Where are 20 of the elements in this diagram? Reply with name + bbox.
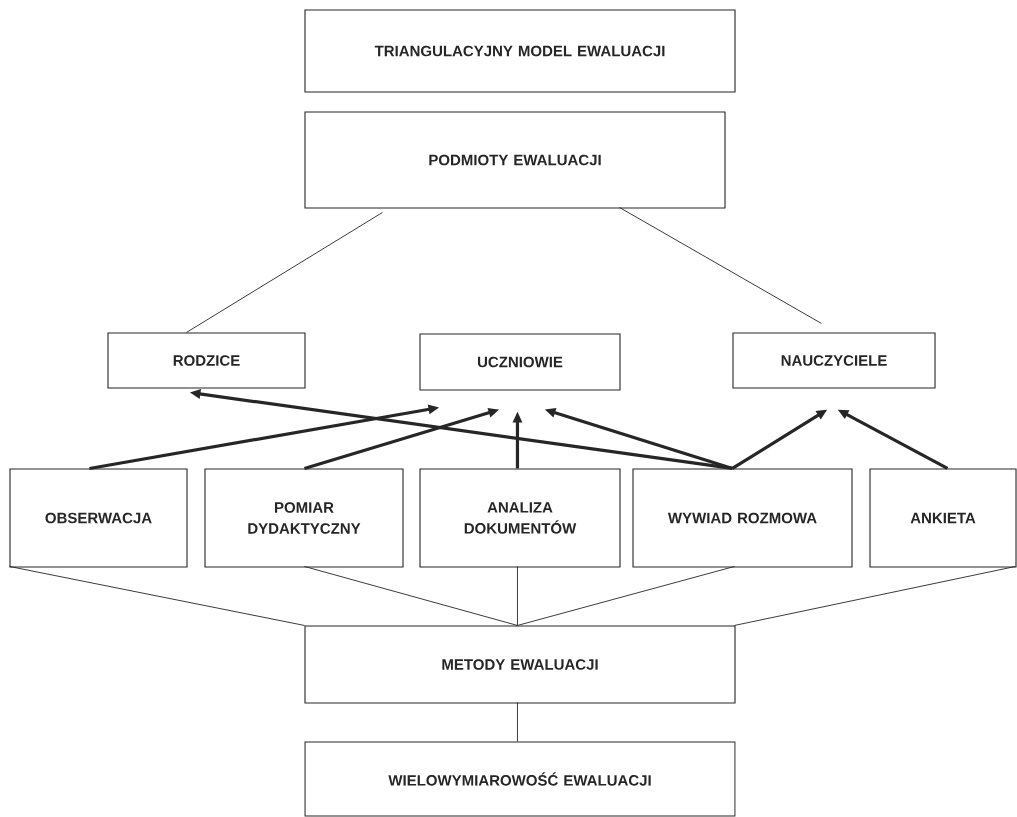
process-box: WIELOWYMIAROWOŚĆ EWALUACJI bbox=[304, 741, 736, 817]
process-box: TRIANGULACYJNY MODEL EWALUACJI bbox=[304, 9, 736, 93]
connector-line bbox=[517, 702, 518, 742]
process-box: UCZNIOWIE bbox=[419, 333, 621, 391]
process-box: POMIAR DYDAKTYCZNY bbox=[204, 468, 404, 568]
connector-line bbox=[517, 566, 518, 626]
connector-line bbox=[517, 566, 735, 626]
connector-line bbox=[9, 566, 305, 626]
process-box: ANKIETA bbox=[869, 468, 1017, 568]
process-box: RODZICE bbox=[107, 332, 306, 389]
connector-line bbox=[619, 207, 822, 324]
process-box: PODMIOTY EWALUACJI bbox=[304, 111, 726, 209]
process-box: WYWIAD ROZMOWA bbox=[632, 468, 853, 568]
connector-line bbox=[186, 212, 383, 333]
process-box: OBSERWACJA bbox=[9, 468, 188, 568]
process-box: ANALIZA DOKUMENTÓW bbox=[419, 468, 621, 568]
connector-line bbox=[304, 566, 518, 626]
connector-line bbox=[734, 566, 1016, 626]
process-box: NAUCZYCIELE bbox=[732, 332, 936, 389]
process-box: METODY EWALUACJI bbox=[304, 625, 736, 704]
